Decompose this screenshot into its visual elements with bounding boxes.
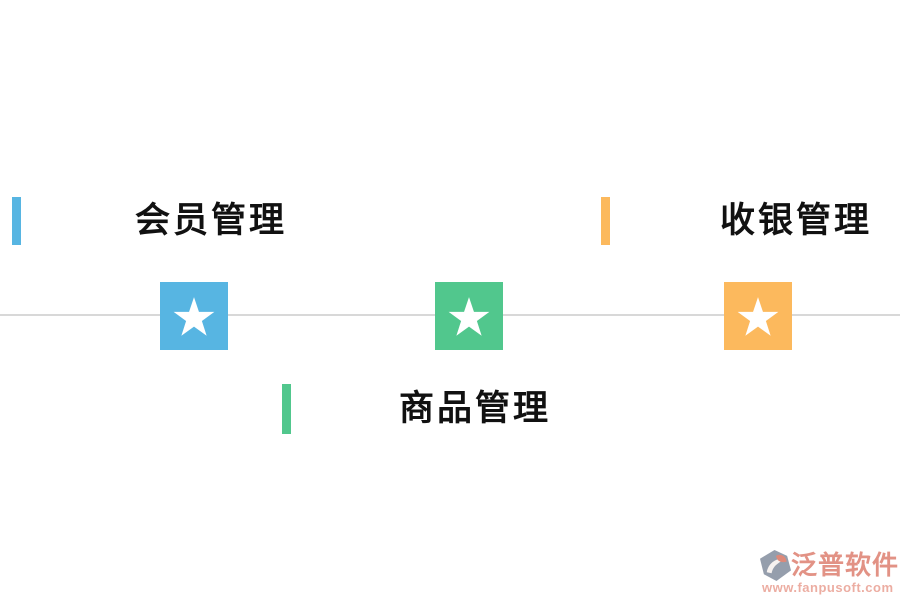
section-title-cashier: 收银管理 <box>719 201 873 240</box>
milestone-square-product <box>435 282 503 350</box>
section-title-product: 商品管理 <box>398 389 552 428</box>
watermark-brand-text: 泛普软件 <box>791 550 900 580</box>
star-icon <box>448 295 490 337</box>
watermark-url-text: www.fanpusoft.com <box>762 580 894 595</box>
milestone-square-cashier <box>724 282 792 350</box>
watermark: 泛普软件 www.fanpusoft.com <box>760 550 898 596</box>
accent-bar-member <box>12 197 21 245</box>
star-icon <box>173 295 215 337</box>
milestone-square-member <box>160 282 228 350</box>
accent-bar-cashier <box>601 197 610 245</box>
fanpu-logo-icon <box>760 550 791 581</box>
accent-bar-product <box>282 384 291 434</box>
section-title-member: 会员管理 <box>134 201 288 240</box>
star-icon <box>737 295 779 337</box>
